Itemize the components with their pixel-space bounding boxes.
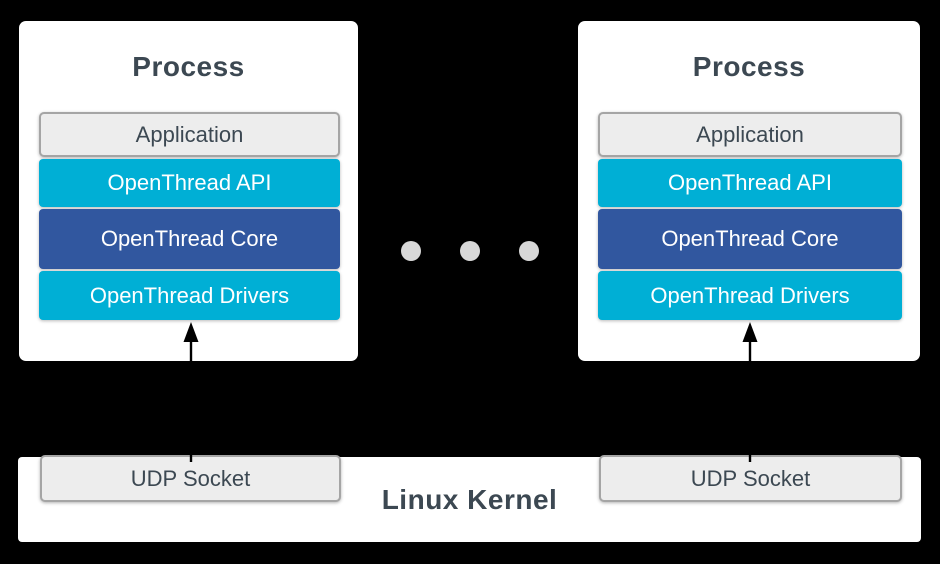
layer-application: Application (39, 112, 340, 157)
process-title: Process (692, 51, 806, 82)
ellipsis-dot (401, 241, 421, 261)
udp-socket-left: UDP Socket (40, 455, 341, 502)
upward-arrow-icon (741, 322, 759, 462)
layer-openthread-api: OpenThread API (39, 159, 340, 207)
layer-openthread-drivers: OpenThread Drivers (39, 271, 340, 320)
layer-openthread-core: OpenThread Core (598, 209, 902, 269)
process-title: Process (132, 51, 245, 82)
udp-socket-right: UDP Socket (599, 455, 902, 502)
layer-openthread-api: OpenThread API (598, 159, 902, 207)
upward-arrow-icon (182, 322, 200, 462)
ellipsis-dot (460, 241, 480, 261)
layer-application: Application (598, 112, 902, 157)
layer-openthread-drivers: OpenThread Drivers (598, 271, 902, 320)
ellipsis-dot (519, 241, 539, 261)
process-box-left: Process Application OpenThread API OpenT… (19, 21, 358, 361)
process-box-right: Process Application OpenThread API OpenT… (578, 21, 920, 361)
layer-openthread-core: OpenThread Core (39, 209, 340, 269)
